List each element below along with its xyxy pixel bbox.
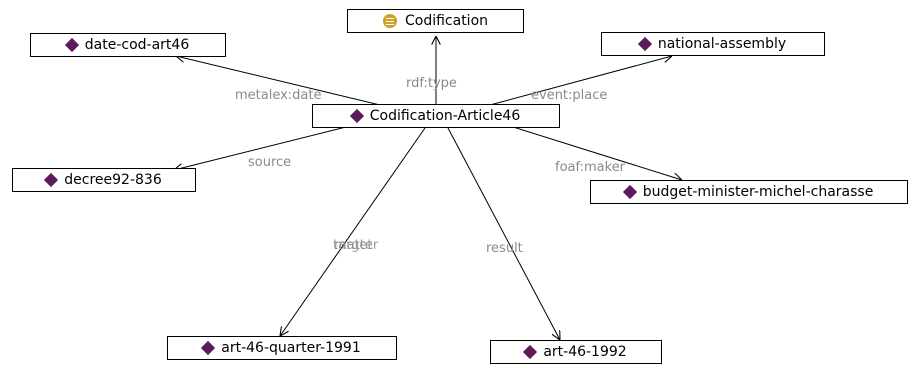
edge-metalex-date xyxy=(176,56,381,106)
node-decree92-836[interactable]: decree92-836 xyxy=(12,168,196,192)
node-label: national-assembly xyxy=(657,36,787,52)
edge-label-rdf-type: rdf:type xyxy=(406,76,457,91)
individual-diamond-icon xyxy=(622,184,637,200)
node-date-cod-art46[interactable]: date-cod-art46 xyxy=(30,33,226,57)
individual-diamond-icon xyxy=(44,172,59,188)
edge-label-metalex-date: metalex:date xyxy=(235,88,322,103)
individual-diamond-icon xyxy=(201,340,216,356)
edge-target-matter xyxy=(280,127,426,336)
owl-class-icon xyxy=(382,14,397,28)
edge-foaf-maker xyxy=(509,125,682,180)
node-national-assembly[interactable]: national-assembly xyxy=(601,32,825,56)
edge-label-foaf-maker: foaf:maker xyxy=(555,160,626,175)
node-codification[interactable]: Codification xyxy=(347,9,524,33)
edge-label-target: target xyxy=(333,238,373,253)
node-budget-minister-michel-charasse[interactable]: budget-minister-michel-charasse xyxy=(590,180,908,204)
node-label: art-46-1992 xyxy=(543,344,627,360)
node-label: budget-minister-michel-charasse xyxy=(642,184,874,200)
edge-source xyxy=(174,125,351,170)
node-label: Codification-Article46 xyxy=(369,108,521,124)
edge-label-event-place: event:place xyxy=(531,88,608,103)
node-art-46-1992[interactable]: art-46-1992 xyxy=(490,340,662,364)
node-label: Codification xyxy=(404,13,489,29)
edge-event-place xyxy=(489,56,672,106)
node-codification-article46[interactable]: Codification-Article46 xyxy=(312,104,560,128)
edge-label-source: source xyxy=(248,155,292,170)
individual-diamond-icon xyxy=(64,37,79,53)
node-art-46-quarter-1991[interactable]: art-46-quarter-1991 xyxy=(167,336,397,360)
node-label: art-46-quarter-1991 xyxy=(221,340,361,356)
edge-label-matter: matter xyxy=(334,238,379,253)
edge-result xyxy=(447,127,560,340)
individual-diamond-icon xyxy=(349,108,364,124)
node-label: date-cod-art46 xyxy=(84,37,190,53)
node-label: decree92-836 xyxy=(64,172,162,188)
individual-diamond-icon xyxy=(523,344,538,360)
edge-label-result: result xyxy=(486,241,523,256)
individual-diamond-icon xyxy=(637,36,652,52)
